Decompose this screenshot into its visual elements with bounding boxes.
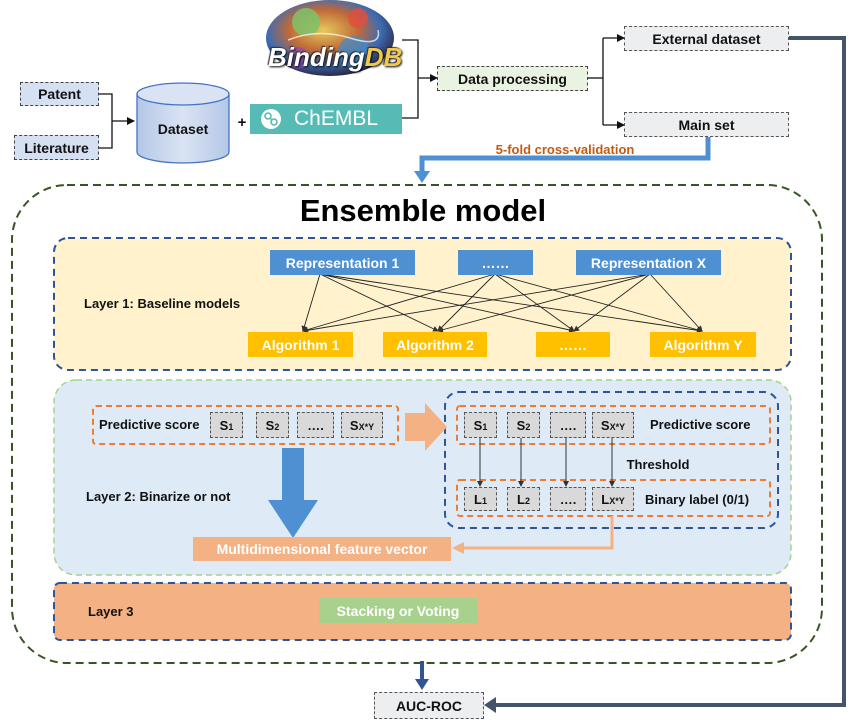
- patent-box: Patent: [20, 82, 99, 106]
- connector-bindingdb: [402, 39, 419, 78]
- bindingdb-text-binding: Binding: [268, 42, 365, 72]
- external-dataset-box: External dataset: [624, 26, 789, 51]
- arrowhead-external: [484, 697, 496, 713]
- algorithm-ellipsis: ……: [536, 332, 610, 357]
- score-s2-right-letter: S: [516, 417, 526, 433]
- score-sxy-left-letter: S: [349, 417, 359, 433]
- right-score-group: [456, 405, 771, 445]
- score-sxy-right-letter: S: [600, 417, 610, 433]
- label-l2-letter: L: [517, 491, 525, 507]
- algorithm-1: Algorithm 1: [248, 332, 353, 357]
- direct-feature-arrow: [268, 448, 318, 538]
- chembl-icon: [261, 109, 281, 129]
- arrowhead-ensemble: [415, 679, 429, 690]
- layer1-connections: [301, 273, 703, 334]
- data-processing-box: Data processing: [437, 66, 588, 91]
- representation-ellipsis: ……: [458, 250, 533, 275]
- cv-label: 5-fold cross-validation: [495, 141, 635, 157]
- dataset-label: Dataset: [157, 121, 209, 137]
- predictive-score-label-right: Predictive score: [650, 416, 751, 432]
- arrowhead-mainset: [414, 171, 430, 183]
- score-s1-right-letter: S: [473, 417, 483, 433]
- arrowhead-feature: [452, 542, 464, 554]
- label-l1-sub: 1: [481, 496, 487, 506]
- chembl-text: ChEMBL: [294, 107, 379, 130]
- threshold-label: Threshold: [626, 456, 690, 472]
- binarize-arrow: [405, 403, 447, 451]
- arrow-mainset-to-ensemble: [419, 137, 711, 172]
- auc-roc-box: AUC-ROC: [374, 692, 484, 719]
- score-sxy-left-sub: X*Y: [358, 422, 375, 432]
- feature-vector-box: Multidimensional feature vector: [193, 537, 451, 561]
- connector-patent: [99, 93, 113, 121]
- representation-1: Representation 1: [270, 250, 415, 275]
- label-l1-letter: L: [474, 491, 482, 507]
- ensemble-title: Ensemble model: [299, 193, 547, 228]
- label-to-feature-arrow: [463, 516, 614, 550]
- bindingdb-text-db: DB: [364, 42, 403, 72]
- layer3-label: Layer 3: [88, 603, 134, 619]
- main-set-box: Main set: [624, 112, 789, 137]
- score-ellipsis-right: ….: [550, 412, 586, 438]
- arrow-external-to-auc: [496, 36, 846, 707]
- score-s1-right-sub: 1: [482, 422, 488, 432]
- literature-box: Literature: [14, 135, 99, 160]
- connector-chembl: [402, 78, 419, 119]
- algorithm-y: Algorithm Y: [650, 332, 756, 357]
- bindingdb-text: BindingDB: [268, 42, 402, 73]
- layer1-label: Layer 1: Baseline models: [84, 295, 241, 311]
- bindingdb-logo: BindingDB: [258, 0, 402, 80]
- score-s2-right-sub: 2: [525, 422, 531, 432]
- representation-x: Representation X: [576, 250, 721, 275]
- dataset-cylinder: Dataset: [136, 82, 230, 164]
- score-s2-left-sub: 2: [274, 422, 280, 432]
- score-ellipsis-left: ….: [297, 412, 334, 438]
- predictive-score-label-left: Predictive score: [99, 416, 200, 432]
- plus-sign: +: [237, 113, 247, 131]
- layer2-label: Layer 2: Binarize or not: [86, 488, 231, 504]
- label-ellipsis: ….: [550, 487, 586, 511]
- score-sxy-right-sub: X*Y: [609, 422, 626, 432]
- stacking-voting-box: Stacking or Voting: [319, 598, 477, 623]
- label-group: [456, 479, 771, 517]
- binary-label-text: Binary label (0/1): [645, 491, 750, 507]
- label-lxy-sub: X*Y: [609, 496, 625, 506]
- chembl-logo: ChEMBL: [250, 104, 402, 134]
- algorithm-2: Algorithm 2: [383, 332, 487, 357]
- score-s1-left-letter: S: [219, 417, 229, 433]
- connector-literature: [99, 121, 113, 149]
- score-s1-left-sub: 1: [228, 422, 234, 432]
- label-l2-sub: 2: [524, 496, 530, 506]
- score-to-label-arrows: [477, 437, 615, 487]
- label-lxy-letter: L: [601, 491, 610, 507]
- score-s2-left-letter: S: [265, 417, 275, 433]
